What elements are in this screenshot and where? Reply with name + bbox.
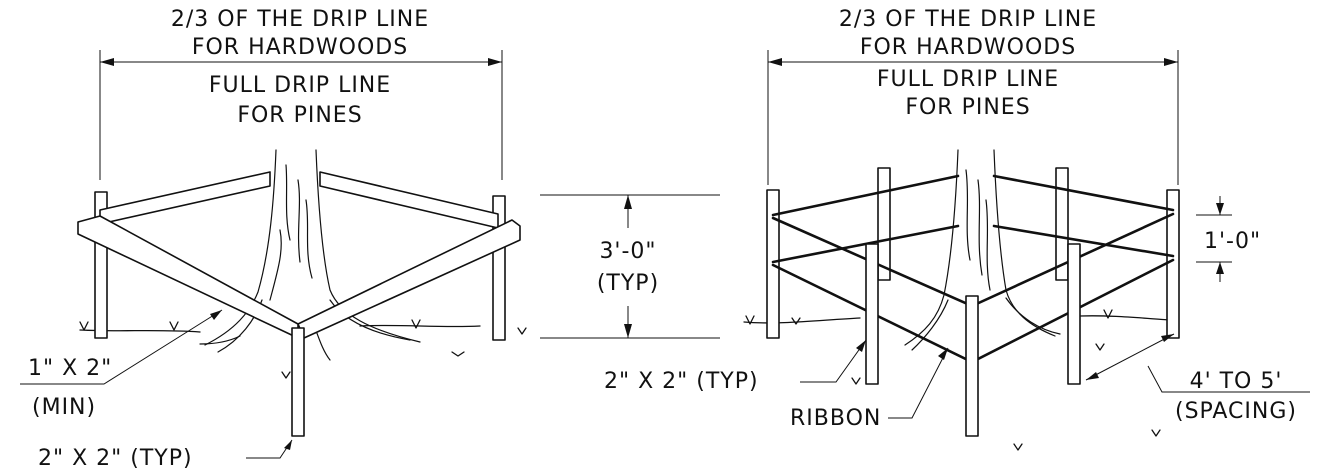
right-dripline-dimension [767, 50, 1179, 185]
right-hardwood-dripline-label: 2/3 OF THE DRIP LINE [839, 7, 1097, 32]
right-tree-trunk [904, 149, 1061, 351]
right-front-post [965, 295, 979, 437]
right-back-mid-right-post [1055, 167, 1069, 281]
post-spacing-dimension: 4' TO 5' (SPACING) [1085, 333, 1310, 424]
right-back-mid-left-post [877, 167, 891, 281]
height-value-label: 3'-0" [599, 239, 656, 264]
left-pine-dripline-label: FULL DRIP LINE [209, 73, 391, 98]
left-front-post [291, 327, 305, 437]
left-hardwood-dripline-label: 2/3 OF THE DRIP LINE [171, 7, 429, 32]
left-post-size-label: 2" X 2" (TYP) [38, 446, 193, 471]
height-dimension: 3'-0" (TYP) [540, 194, 720, 339]
left-front-rail-left [77, 215, 299, 339]
right-post-callout: 2" X 2" (TYP) [604, 339, 867, 394]
left-back-rail-right [319, 171, 499, 229]
right-back-right-post [1166, 189, 1180, 339]
left-post-callout: 2" X 2" (TYP) [38, 439, 293, 471]
right-fence-drawing: 2/3 OF THE DRIP LINE FOR HARDWOODS FULL … [604, 7, 1310, 451]
left-rail-size-label: 1" X 2" [28, 356, 112, 381]
left-dripline-dimension [99, 50, 503, 180]
left-pine-label: FOR PINES [237, 103, 362, 128]
left-front-rail-right [297, 219, 521, 339]
right-pine-label: FOR PINES [905, 95, 1030, 120]
ribbon-label: RIBBON [790, 406, 881, 431]
spacing-note-label: (SPACING) [1175, 399, 1297, 424]
left-rail-callout: 1" X 2" (MIN) [20, 309, 223, 420]
ribbon-gap-dimension: 1'-0" [1196, 196, 1261, 282]
left-hardwood-label: FOR HARDWOODS [192, 35, 408, 60]
ribbon-callout: RIBBON [790, 347, 949, 431]
spacing-value-label: 4' TO 5' [1190, 369, 1283, 394]
height-typ-label: (TYP) [597, 271, 659, 296]
left-back-rail-left [99, 171, 271, 225]
ribbon-gap-label: 1'-0" [1204, 229, 1261, 254]
right-pine-dripline-label: FULL DRIP LINE [877, 67, 1059, 92]
right-front-mid-left-post [865, 243, 879, 385]
ribbon-upper [771, 174, 1175, 308]
right-front-mid-right-post [1067, 243, 1081, 385]
left-fence-drawing: 2/3 OF THE DRIP LINE FOR HARDWOODS FULL … [20, 7, 527, 471]
right-post-size-label: 2" X 2" (TYP) [604, 369, 759, 394]
right-hardwood-label: FOR HARDWOODS [860, 35, 1076, 60]
left-rail-min-label: (MIN) [32, 395, 96, 420]
